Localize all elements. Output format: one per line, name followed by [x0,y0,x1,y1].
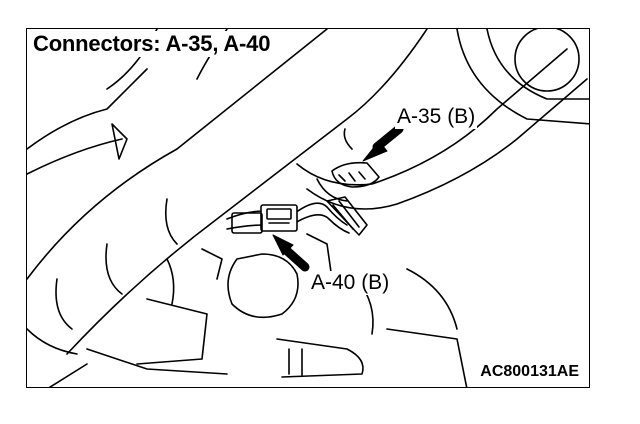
connector-a35 [331,128,380,188]
intake-hose [27,29,428,355]
diagram-frame: Connectors: A-35, A-40 A-35 (B) A-40 (B)… [26,28,590,388]
connector-a40 [231,204,298,234]
figure-code: AC800131AE [478,363,581,381]
right-hose [296,48,588,210]
lower-components [48,233,468,387]
engine-bay-illustration [27,29,589,387]
arrow-a35 [362,124,404,162]
callout-a35-label: A-35 (B) [395,105,478,129]
arrow-a40 [272,234,310,272]
callout-a40-label: A-40 (B) [309,271,392,295]
page-title: Connectors: A-35, A-40 [31,31,275,57]
